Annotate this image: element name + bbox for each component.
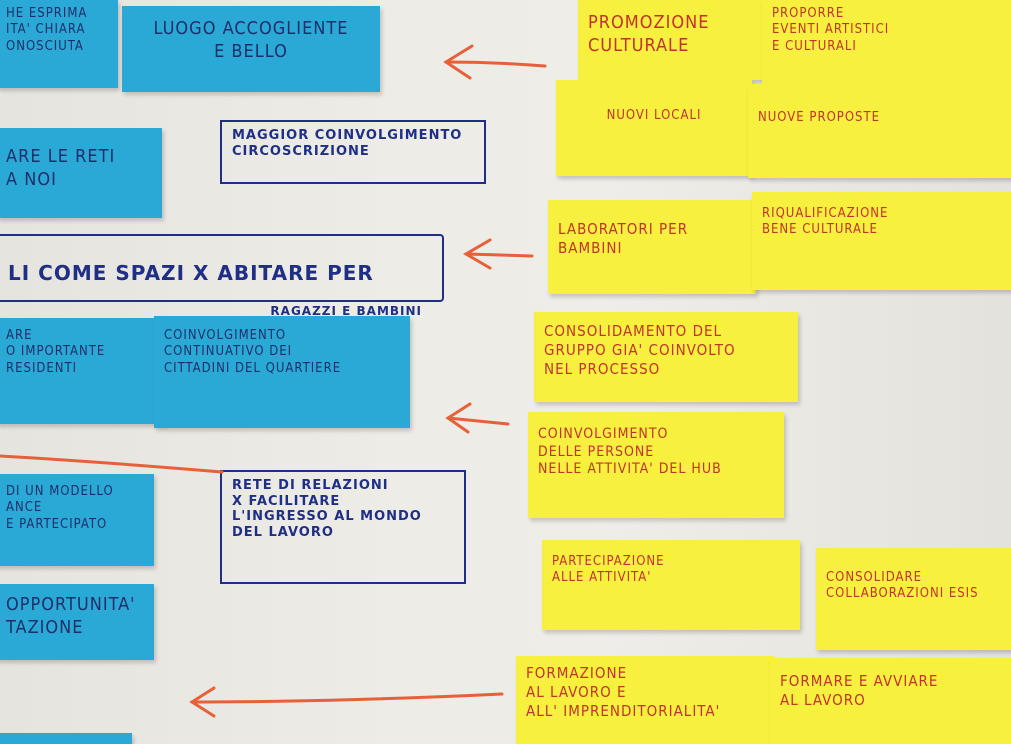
yellow-note-consolidamento-gruppo: CONSOLIDAMENTO DEL GRUPPO GIA' COINVOLTO…	[534, 312, 798, 402]
arrow-to-spazi	[463, 238, 534, 270]
yellow-note-formazione-lavoro: FORMAZIONE AL LAVORO E ALL' IMPRENDITORI…	[516, 656, 774, 744]
yellow-note-nuovi-locali: NUOVI LOCALI	[556, 80, 752, 176]
arrow-to-opportunita	[189, 686, 504, 718]
yellow-note-laboratori-bambini: LABORATORI PER BAMBINI	[548, 200, 756, 294]
yellow-note-nuove-proposte: NUOVE PROPOSTE	[748, 84, 1011, 178]
blue-note-luogo-accogliente: LUOGO ACCOGLIENTE E BELLO	[122, 6, 380, 92]
blue-note-coinvolgimento-continuativo: COINVOLGIMENTO CONTINUATIVO DEI CITTADIN…	[154, 316, 410, 428]
arrow-to-coinvolgimento	[445, 402, 510, 434]
yellow-note-formare-avviare: FORMARE E AVVIARE AL LAVORO	[770, 658, 1011, 744]
yellow-note-promozione-culturale: PROMOZIONE CULTURALE	[578, 0, 764, 80]
handwritten-spazi-line1: LI COME SPAZI X ABITARE PER	[8, 261, 374, 286]
yellow-note-consolidare-collaborazioni: CONSOLIDARE COLLABORAZIONI ESIS	[816, 548, 1011, 650]
blue-note-residenti: ARE O IMPORTANTE RESIDENTI	[0, 318, 166, 424]
handwritten-maggior-coinvolgimento: MAGGIOR COINVOLGIMENTO CIRCOSCRIZIONE	[220, 120, 486, 184]
yellow-note-proporre-eventi: PROPORRE EVENTI ARTISTICI E CULTURALI	[762, 0, 1011, 84]
handwritten-spazi-abitare: LI COME SPAZI X ABITARE PER RAGAZZI E BA…	[0, 234, 444, 318]
blue-note-opportunita: OPPORTUNITA' TAZIONE	[0, 584, 154, 660]
blue-note-bottom-edge	[0, 733, 132, 744]
yellow-note-partecipazione: PARTECIPAZIONE ALLE ATTIVITA'	[542, 540, 800, 630]
blue-note-reti: ARE LE RETI A NOI	[0, 128, 162, 218]
yellow-note-coinvolgimento-persone: COINVOLGIMENTO DELLE PERSONE NELLE ATTIV…	[528, 412, 784, 518]
blue-note-modello-governance: DI UN MODELLO ANCE E PARTECIPATO	[0, 474, 154, 566]
blue-note-esprima: HE ESPRIMA ITA' CHIARA ONOSCIUTA	[0, 0, 118, 88]
arrow-to-luogo	[443, 44, 547, 80]
yellow-note-riqualificazione: RIQUALIFICAZIONE BENE CULTURALE	[752, 192, 1011, 290]
line-to-rete-relazioni	[0, 454, 224, 474]
handwritten-rete-relazioni: RETE DI RELAZIONI X FACILITARE L'INGRESS…	[220, 470, 466, 584]
handwritten-spazi-line2: RAGAZZI E BAMBINI	[270, 304, 422, 319]
